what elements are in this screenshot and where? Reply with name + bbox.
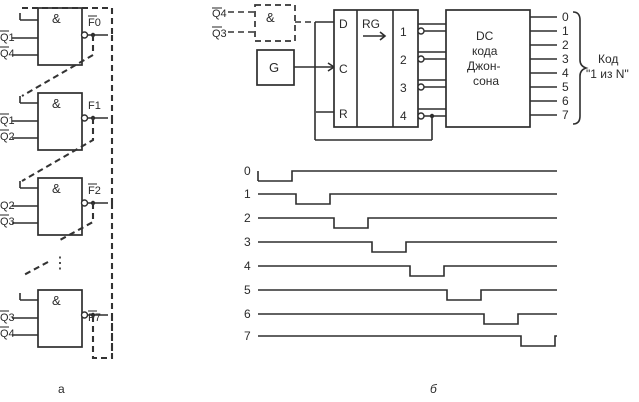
decoder-output-5: 5	[562, 80, 569, 94]
and-symbol: &	[266, 10, 275, 25]
timing-label-1: 1	[244, 187, 251, 201]
and-symbol: &	[52, 181, 61, 196]
register-output-2: 2	[400, 53, 407, 67]
caption-b: б	[430, 382, 438, 396]
shift-register: D C R RG 1 2 3 4	[333, 9, 419, 128]
johnson-decoder: DC кода Джон- сона 0 1 2 3 4 5 6 7	[445, 9, 569, 128]
dashed-wiring	[21, 6, 114, 360]
decoder-output-2: 2	[562, 38, 569, 52]
code-label-line1: Код	[598, 52, 618, 66]
gate-input-top: Q2	[0, 200, 15, 212]
timing-wave-0	[257, 170, 557, 182]
register-input-c: C	[339, 62, 348, 76]
timing-wave-5	[258, 289, 557, 301]
gate-input-bottom: Q4	[0, 328, 15, 340]
decoder-output-1: 1	[562, 24, 569, 38]
register-decoder-wiring	[417, 23, 446, 120]
decoder-output-3: 3	[562, 52, 569, 66]
gate-f2: & Q2 Q3 F2	[0, 177, 108, 236]
timing-label-4: 4	[244, 259, 251, 273]
timing-wave-7	[258, 335, 557, 347]
gate-output-label: F1	[88, 100, 101, 112]
dashed-and-gate: & Q4 Q3	[212, 4, 315, 42]
timing-wave-1	[258, 193, 557, 205]
gate-input-bottom: Q3	[0, 216, 15, 228]
panel-b: & Q4 Q3 G D C R RG 1 2 3 4	[212, 4, 629, 396]
panel-a: & Q1 Q4 F0 & Q1 Q2 F1	[0, 6, 114, 396]
code-brace	[572, 11, 589, 125]
gate-input-bottom: Q4	[0, 48, 15, 60]
decoder-line2: кода	[472, 44, 498, 58]
code-label-line2: "1 из N"	[586, 67, 629, 81]
timing-wave-3	[258, 241, 557, 253]
timing-label-3: 3	[244, 235, 251, 249]
and-gate-0	[37, 7, 83, 66]
gate-input-top: Q1	[0, 115, 15, 127]
timing-label-2: 2	[244, 211, 251, 225]
generator-label: G	[269, 60, 279, 75]
caption-a: а	[58, 382, 65, 396]
gate-f1: & Q1 Q2 F1	[0, 92, 108, 151]
timing-label-5: 5	[244, 283, 251, 297]
gate-input-bottom: Q2	[0, 131, 15, 143]
and-symbol: &	[52, 96, 61, 111]
register-output-1: 1	[400, 25, 407, 39]
and-gate-7	[37, 289, 83, 348]
timing-wave-4	[258, 265, 557, 277]
and-gate-2	[37, 177, 83, 236]
gate-output-label: F2	[88, 185, 101, 197]
timing-wave-2	[258, 217, 557, 229]
and-input-bottom: Q3	[212, 28, 227, 40]
decoder-output-0: 0	[562, 10, 569, 24]
gate-output-label: F0	[88, 17, 101, 29]
decoder-output-6: 6	[562, 94, 569, 108]
timing-label-6: 6	[244, 307, 251, 321]
register-input-d: D	[339, 17, 348, 31]
register-input-r: R	[339, 107, 348, 121]
decoder-line3: Джон-	[467, 59, 500, 73]
and-symbol: &	[52, 11, 61, 26]
decoder-line4: сона	[473, 74, 499, 88]
register-label: RG	[362, 17, 380, 31]
gate-input-top: Q3	[0, 312, 15, 324]
timing-wave-6	[258, 313, 557, 325]
gate-f0: & Q1 Q4 F0	[0, 7, 108, 66]
gate-input-top: Q1	[0, 32, 15, 44]
and-symbol: &	[52, 293, 61, 308]
decoder-title: DC	[476, 29, 494, 43]
gate-f7: & Q3 Q4 F7	[0, 289, 108, 348]
decoder-output-4: 4	[562, 66, 569, 80]
generator-block	[256, 49, 295, 86]
timing-label-0: 0	[244, 164, 251, 178]
and-gate-1	[37, 92, 83, 151]
gate-output-label: F7	[88, 312, 101, 324]
decoder-output-7: 7	[562, 108, 569, 122]
register-output-4: 4	[400, 109, 407, 123]
gate-ellipsis: ⋮	[52, 255, 68, 272]
timing-label-7: 7	[244, 329, 251, 343]
and-input-top: Q4	[212, 8, 227, 20]
timing-diagram: 0 1 2 3 4 5 6 7	[244, 164, 557, 347]
register-output-3: 3	[400, 81, 407, 95]
